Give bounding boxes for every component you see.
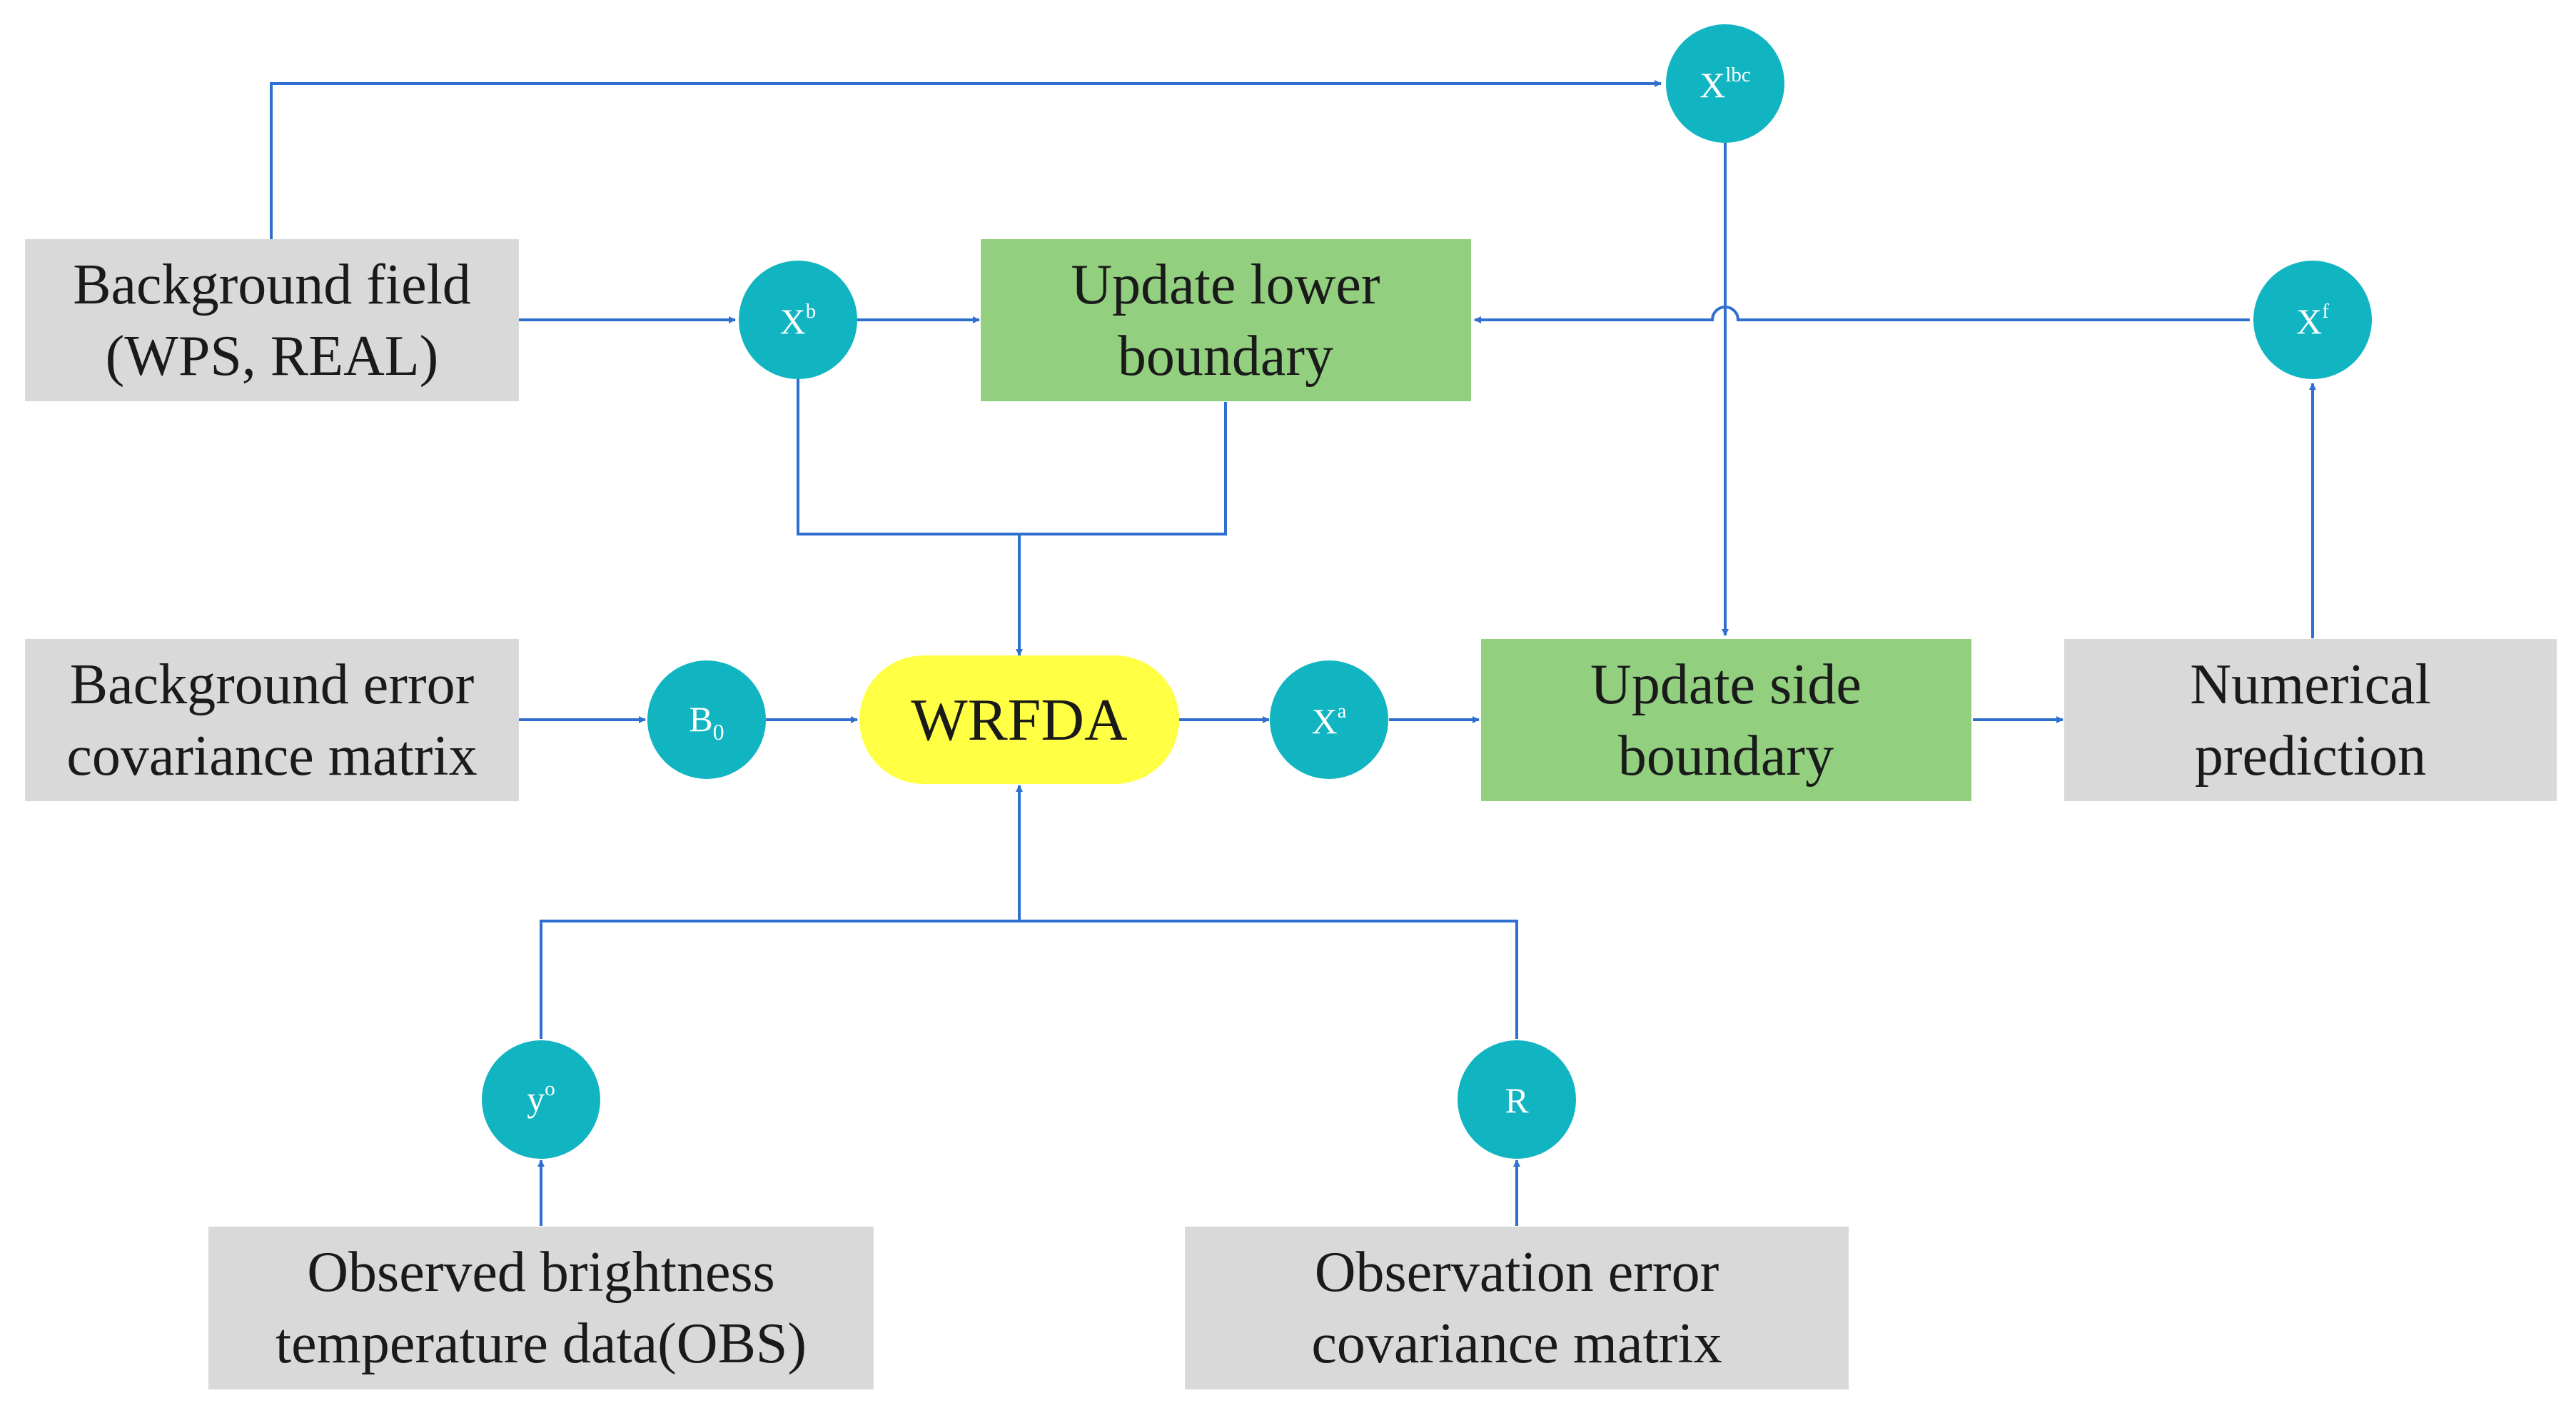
svg-text:B0: B0 <box>689 699 724 745</box>
observed-brightness-line-2: temperature data(OBS) <box>276 1312 807 1375</box>
connector-yo-up <box>540 920 1019 1039</box>
numerical-prediction-line-1: Numerical <box>2190 653 2431 716</box>
node-xb-base: X <box>780 301 806 341</box>
observed-brightness-box: Observed brightness temperature data(OBS… <box>208 1227 874 1389</box>
observed-brightness-line-1: Observed brightness <box>307 1241 774 1304</box>
update-side-boundary-box: Update side boundary <box>1481 639 1971 801</box>
observation-error-line-2: covariance matrix <box>1311 1312 1722 1375</box>
svg-text:yo: yo <box>527 1077 555 1119</box>
node-xa: Xa <box>1270 660 1388 779</box>
svg-text:R: R <box>1505 1080 1529 1120</box>
numerical-prediction-line-2: prediction <box>2195 725 2426 788</box>
node-xa-sup: a <box>1338 700 1347 723</box>
update-lower-boundary-box: Update lower boundary <box>981 239 1471 401</box>
connectors <box>270 80 2316 1226</box>
numerical-prediction-box: Numerical prediction <box>2064 639 2557 801</box>
connector-xf-to-update-lower <box>1474 306 2250 323</box>
node-r: R <box>1458 1040 1576 1159</box>
background-field-box: Background field (WPS, REAL) <box>25 239 519 401</box>
node-xb-sup: b <box>806 300 817 323</box>
node-b0: B0 <box>647 660 766 779</box>
background-error-line-1: Background error <box>70 653 474 716</box>
wrfda-label: WRFDA <box>911 687 1128 753</box>
node-yo-base: y <box>527 1079 545 1119</box>
node-xf-base: X <box>2296 301 2322 341</box>
connector-background-to-xlbc <box>270 80 1662 239</box>
wrfda-process: WRFDA <box>859 655 1179 784</box>
background-error-line-2: covariance matrix <box>66 725 477 788</box>
node-yo: yo <box>482 1040 600 1159</box>
node-xlbc-sup: lbc <box>1725 64 1750 86</box>
svg-text:Xa: Xa <box>1312 700 1347 741</box>
update-lower-line-1: Update lower <box>1071 253 1380 316</box>
node-b0-base: B <box>689 699 712 739</box>
node-xlbc: Xlbc <box>1666 24 1784 143</box>
node-yo-sup: o <box>545 1077 555 1100</box>
background-field-line-1: Background field <box>73 253 471 316</box>
svg-text:Xf: Xf <box>2296 300 2329 341</box>
update-side-line-2: boundary <box>1618 725 1834 788</box>
svg-text:Xb: Xb <box>780 300 817 341</box>
connector-xb-down <box>797 378 1019 535</box>
update-side-line-1: Update side <box>1590 653 1862 716</box>
background-error-box: Background error covariance matrix <box>25 639 519 801</box>
connector-r-up <box>1019 920 1518 1039</box>
svg-text:Xlbc: Xlbc <box>1699 64 1751 105</box>
node-xlbc-base: X <box>1699 65 1725 105</box>
node-xf-sup: f <box>2322 300 2329 323</box>
update-lower-line-2: boundary <box>1118 325 1333 388</box>
observation-error-line-1: Observation error <box>1315 1241 1719 1304</box>
node-b0-sub: 0 <box>713 719 724 745</box>
node-r-base: R <box>1505 1080 1529 1120</box>
background-field-line-2: (WPS, REAL) <box>106 325 439 388</box>
connector-update-lower-down <box>1019 402 1227 535</box>
node-xb: Xb <box>739 261 857 379</box>
node-xf: Xf <box>2253 261 2372 379</box>
node-xa-base: X <box>1312 701 1338 741</box>
observation-error-box: Observation error covariance matrix <box>1185 1227 1849 1389</box>
